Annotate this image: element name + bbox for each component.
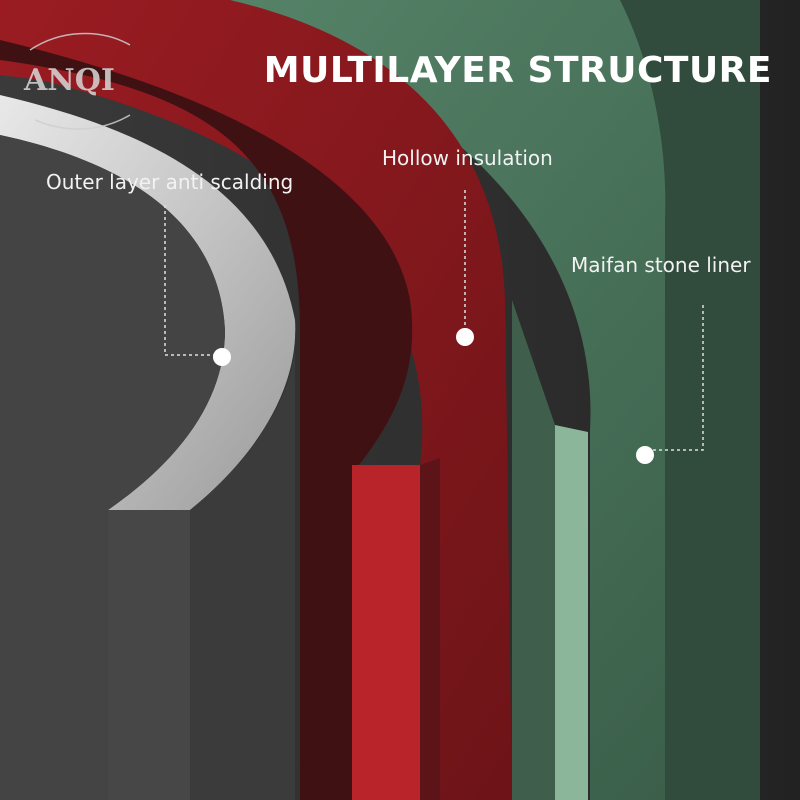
liner-layer-shell (0, 0, 666, 800)
liner-inner-wall (512, 300, 555, 800)
outer-layer-dot (213, 348, 231, 366)
outer-layer-inner-wall (190, 330, 296, 800)
page-title: MULTILAYER STRUCTURE (263, 50, 772, 91)
logo-text: ANQI (23, 63, 115, 98)
outer-layer-band (0, 95, 296, 510)
inner-cavity (0, 135, 225, 800)
hollow-highlight-strip (352, 465, 420, 800)
maifan-liner-label: Maifan stone liner (571, 253, 751, 277)
liner-highlight-strip (555, 425, 588, 800)
hollow-gap-shadow (0, 40, 413, 800)
liner-dot (636, 446, 654, 464)
brand-logo: ANQI (23, 32, 131, 130)
hollow-insulation-label: Hollow insulation (382, 146, 553, 170)
outer-green-shell (0, 0, 760, 800)
outer-layer-label: Outer layer anti scalding (46, 170, 294, 194)
logo-swoosh-bottom (34, 114, 131, 130)
hollow-strip-edge (420, 458, 440, 800)
outer-layer-wall (108, 510, 190, 800)
hollow-layer-shell (0, 0, 512, 800)
outer-layer-leader-line (164, 205, 222, 356)
hollow-dot (456, 328, 474, 346)
liner-leader-line (645, 305, 704, 451)
logo-swoosh-top (29, 32, 131, 51)
